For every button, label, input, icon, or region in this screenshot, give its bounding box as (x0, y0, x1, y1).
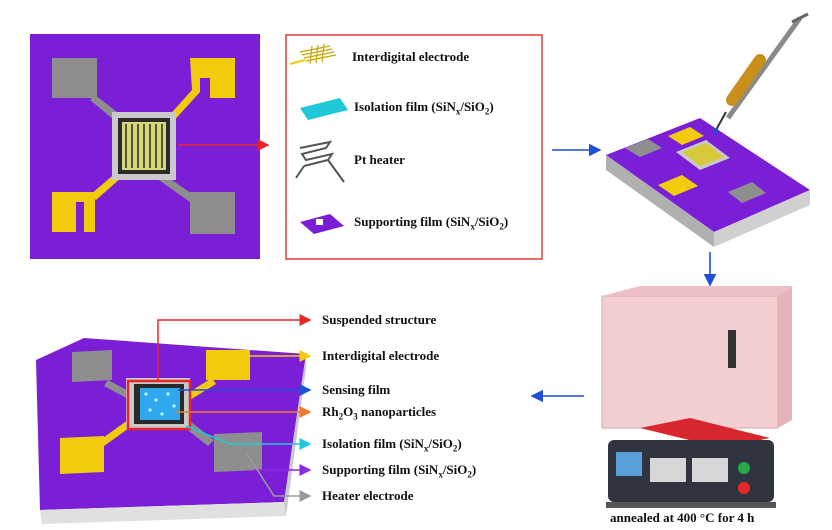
legend-heater-label: Pt heater (354, 152, 405, 167)
interdigital-legend-icon (289, 43, 337, 65)
legend-isolation-label: Isolation film (SiNx/SiO2) (354, 99, 494, 117)
supporting-legend-icon (300, 214, 344, 234)
final-device (36, 338, 306, 524)
callout-heater-electrode: Heater electrode (322, 488, 414, 503)
legend-interdigital-label: Interdigital electrode (352, 49, 470, 64)
isolation-legend-icon (300, 98, 348, 120)
annealing-furnace (601, 286, 792, 508)
callout-supporting-film: Supporting film (SiNx/SiO2) (322, 462, 477, 480)
chip-top-view (30, 34, 270, 259)
callout-interdigital-electrode: Interdigital electrode (322, 348, 440, 363)
callout-lines (157, 314, 312, 502)
callout-isolation-film: Isolation film (SiNx/SiO2) (322, 436, 462, 454)
furnace-caption: annealed at 400 °C for 4 h (610, 510, 755, 525)
callout-suspended-structure: Suspended structure (322, 312, 437, 327)
legend-supporting-label: Supporting film (SiNx/SiO2) (354, 214, 509, 232)
dropcast-chip (606, 12, 810, 247)
callout-rh2o3-nanoparticles: Rh2O3 nanoparticles (322, 404, 437, 422)
callout-sensing-film: Sensing film (322, 382, 391, 397)
heater-legend-icon (295, 140, 345, 183)
